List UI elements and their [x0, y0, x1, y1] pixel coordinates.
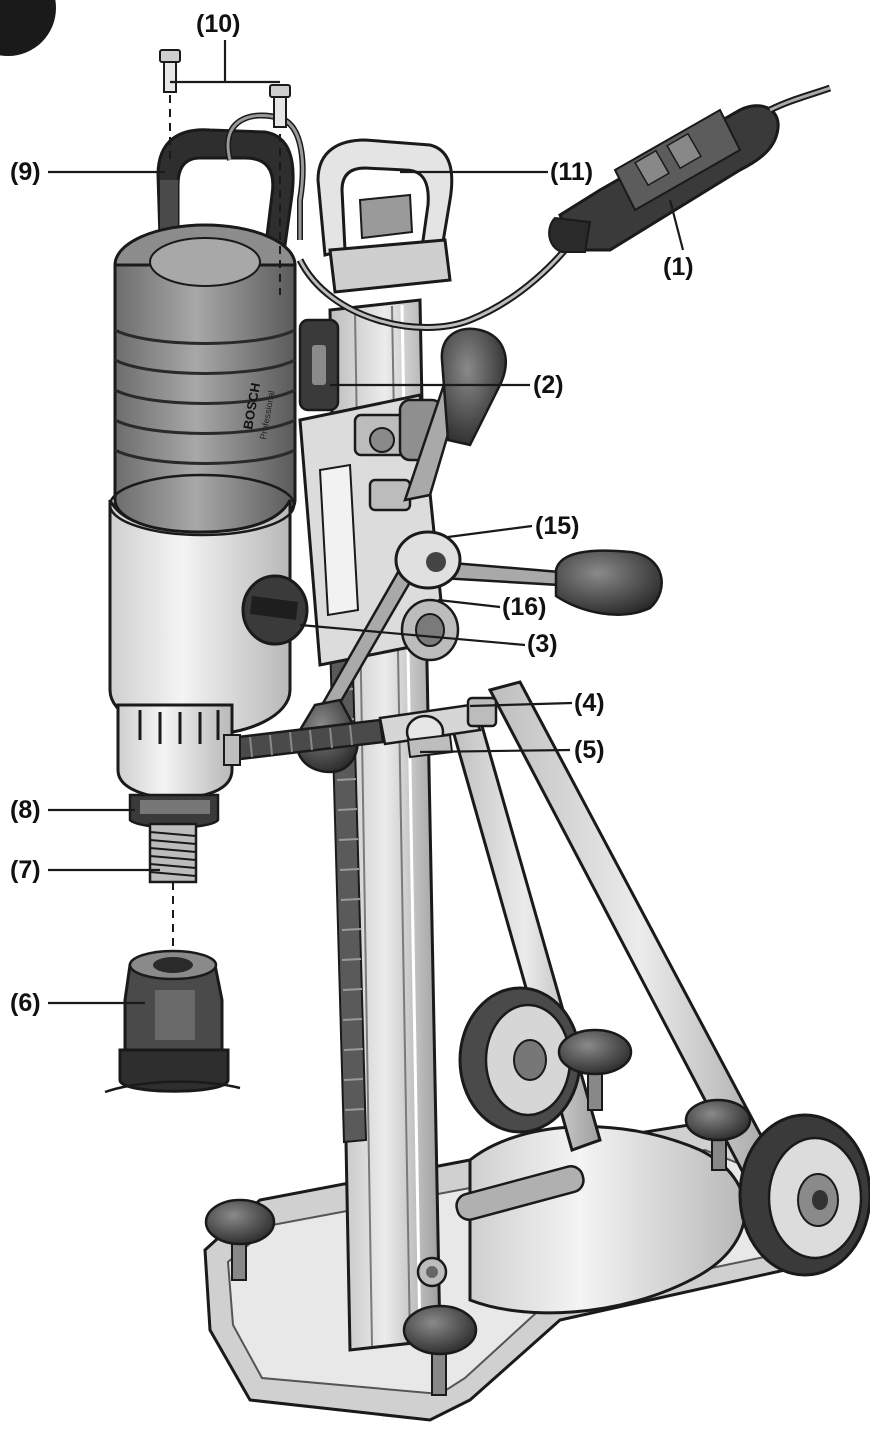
callout-15: (15)	[535, 512, 580, 540]
carriage-lock-knob	[400, 598, 460, 662]
callout-3: (3)	[527, 630, 558, 658]
leveling-screw-rear-left	[557, 1028, 633, 1111]
core-bit-adapter	[104, 949, 241, 1094]
handle-screw-left	[159, 49, 181, 93]
leader-16	[437, 598, 501, 609]
leader-15	[447, 524, 533, 539]
leader-3	[299, 623, 526, 647]
callout-7: (7)	[10, 856, 41, 884]
leveling-screw-front-right	[402, 1304, 478, 1396]
leader-lines	[48, 40, 685, 1005]
callout-11: (11)	[550, 158, 594, 186]
leveling-screw-front-left	[204, 1198, 276, 1281]
callout-9: (9)	[10, 158, 41, 186]
callout-1: (1)	[663, 253, 694, 281]
base-anchor-bolt	[416, 1256, 448, 1288]
leader-1	[668, 199, 685, 251]
prcd-safety-switch	[548, 84, 832, 253]
callout-10: (10)	[196, 10, 241, 38]
water-hose	[223, 718, 385, 766]
spindle-nut	[128, 793, 220, 829]
drill-motor-unit: BOSCH Professional	[108, 223, 340, 737]
callout-8: (8)	[10, 796, 41, 824]
callout-16: (16)	[502, 593, 547, 621]
figure-number-badge	[0, 0, 56, 56]
drill-spindle-thread	[148, 822, 198, 884]
base-plate	[203, 1118, 832, 1422]
leader-4	[469, 701, 573, 708]
gear-selector-knob	[241, 574, 309, 646]
spindle-neck	[116, 703, 234, 800]
callout-6: (6)	[10, 989, 41, 1017]
leader-5	[419, 748, 571, 754]
rear-wheel	[458, 986, 582, 1134]
callout-5: (5)	[574, 736, 605, 764]
handle-screw-right	[269, 84, 291, 128]
column-carrying-handle	[316, 138, 454, 294]
alignment-dashes	[169, 95, 281, 960]
callout-2: (2)	[533, 371, 564, 399]
callout-4: (4)	[574, 689, 605, 717]
leveling-screw-rear-right	[684, 1098, 752, 1171]
front-wheel	[738, 1113, 870, 1277]
